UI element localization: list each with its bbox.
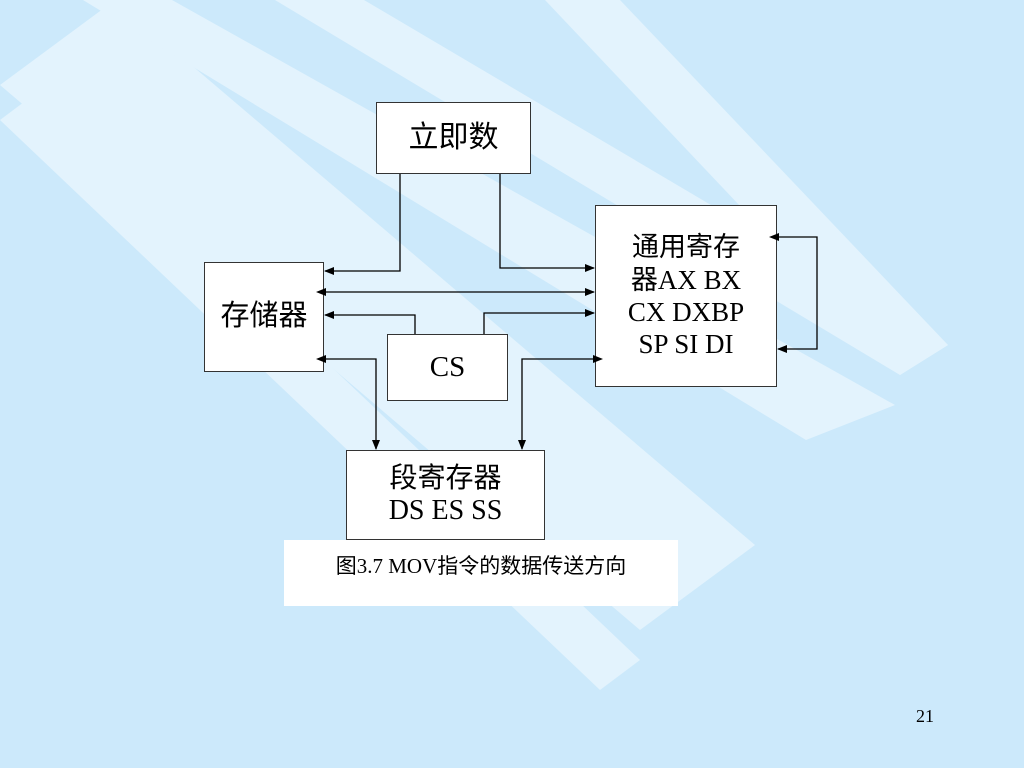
general-registers-line: 器AX BX: [630, 264, 742, 295]
general-registers-line: SP SI DI: [638, 329, 734, 360]
general-registers-box: 通用寄存 器AX BX CX DXBP SP SI DI: [595, 205, 777, 387]
general-registers-line: 通用寄存: [632, 232, 740, 263]
memory-label: 存储器: [220, 300, 308, 333]
memory-box: 存储器: [204, 262, 324, 372]
cs-label: CS: [429, 350, 466, 383]
page-number: 21: [916, 706, 934, 726]
cs-box: CS: [387, 334, 508, 401]
caption-panel: 图3.7 MOV指令的数据传送方向: [284, 540, 678, 606]
segment-registers-line: DS ES SS: [388, 495, 503, 526]
figure-caption: 图3.7 MOV指令的数据传送方向: [335, 554, 627, 578]
general-registers-line: CX DXBP: [627, 297, 745, 327]
immediate-box: 立即数: [376, 102, 531, 174]
diagonal-stripe: [545, 0, 948, 375]
segment-registers-box: 段寄存器 DS ES SS: [346, 450, 545, 540]
immediate-label: 立即数: [408, 120, 499, 154]
segment-registers-line: 段寄存器: [389, 462, 502, 494]
